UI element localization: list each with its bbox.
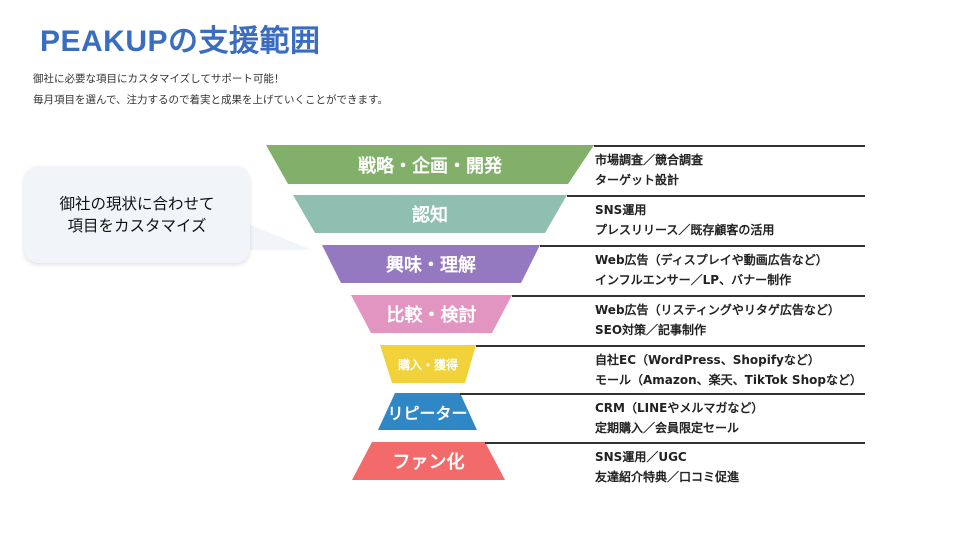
stage-description: SNS運用プレスリリース／既存顧客の活用 bbox=[595, 200, 774, 240]
row-divider bbox=[460, 393, 865, 395]
description-line: CRM（LINEやメルマガなど） bbox=[595, 401, 764, 415]
funnel-stage: ファン化 bbox=[352, 442, 505, 480]
description-line: 定期購入／会員限定セール bbox=[595, 421, 740, 435]
row-divider bbox=[476, 345, 865, 347]
funnel-stage-label: 興味・理解 bbox=[386, 255, 476, 276]
description-line: Web広告（リスティングやリタゲ広告など） bbox=[595, 303, 840, 317]
callout-tail bbox=[248, 224, 312, 250]
funnel-stage-label: リピーター bbox=[387, 403, 468, 423]
stage-description: CRM（LINEやメルマガなど） 定期購入／会員限定セール bbox=[595, 398, 763, 438]
funnel-stage-label: 認知 bbox=[412, 205, 448, 226]
row-divider bbox=[594, 145, 865, 147]
description-line: インフルエンサー／LP、バナー制作 bbox=[595, 273, 792, 287]
subtitle-line-2: 毎月項目を選んで、注力するので着実と成果を上げていくことができます。 bbox=[33, 94, 389, 106]
page-title: PEAKUPの支援範囲 bbox=[40, 25, 321, 58]
description-line: SNS運用／UGC bbox=[595, 450, 687, 464]
funnel-stage: 興味・理解 bbox=[322, 245, 540, 283]
description-line: モール（Amazon、楽天、TikTok Shopなど） bbox=[595, 373, 862, 387]
funnel-stage: 比較・検討 bbox=[351, 295, 512, 333]
funnel-stage: 購入・獲得 bbox=[380, 345, 476, 383]
stage-description: 自社EC（WordPress、Shopifyなど） モール（Amazon、楽天、T… bbox=[595, 350, 862, 390]
row-divider bbox=[512, 295, 865, 297]
description-line: プレスリリース／既存顧客の活用 bbox=[595, 223, 775, 237]
funnel-stage: リピーター bbox=[378, 393, 477, 430]
subtitle-line-1: 御社に必要な項目にカスタマイズしてサポート可能！ bbox=[33, 73, 285, 85]
callout-bubble: 御社の現状に合わせて 項目をカスタマイズ bbox=[24, 166, 250, 263]
funnel-stage-label: 購入・獲得 bbox=[397, 357, 458, 372]
description-line: Web広告（ディスプレイや動画広告など） bbox=[595, 253, 828, 267]
stage-description: 市場調査／競合調査ターゲット設計 bbox=[595, 150, 703, 190]
stage-description: Web広告（ディスプレイや動画広告など） インフルエンサー／LP、バナー制作 bbox=[595, 250, 828, 290]
row-divider bbox=[540, 245, 865, 247]
funnel-stage-label: 戦略・企画・開発 bbox=[358, 155, 502, 177]
funnel-stage-label: 比較・検討 bbox=[386, 305, 477, 326]
row-divider bbox=[485, 442, 865, 444]
funnel-stage-label: ファン化 bbox=[392, 452, 465, 473]
description-line: SNS運用 bbox=[595, 203, 647, 217]
row-divider bbox=[567, 195, 865, 197]
description-line: SEO対策／記事制作 bbox=[595, 323, 707, 337]
stage-description: SNS運用／UGC 友達紹介特典／口コミ促進 bbox=[595, 447, 739, 487]
callout-line-2: 項目をカスタマイズ bbox=[67, 216, 207, 235]
stage-description: Web広告（リスティングやリタゲ広告など） SEO対策／記事制作 bbox=[595, 300, 840, 340]
funnel-stage: 認知 bbox=[293, 195, 567, 233]
callout-line-1: 御社の現状に合わせて bbox=[59, 194, 215, 213]
description-line: ターゲット設計 bbox=[595, 173, 680, 187]
description-line: 自社EC（WordPress、Shopifyなど） bbox=[595, 353, 820, 367]
description-line: 市場調査／競合調査 bbox=[595, 153, 704, 167]
funnel-stage: 戦略・企画・開発 bbox=[266, 145, 594, 184]
description-line: 友達紹介特典／口コミ促進 bbox=[595, 470, 740, 484]
